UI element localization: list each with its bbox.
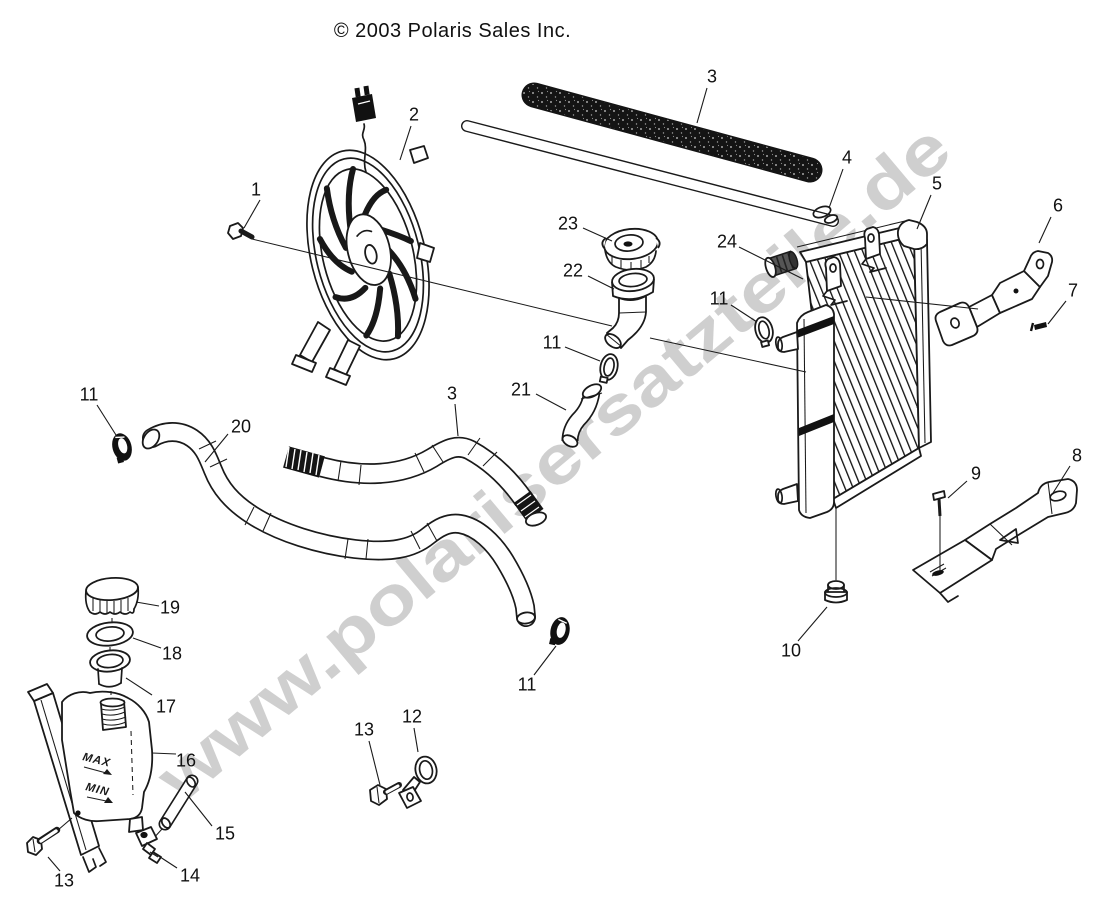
leader-line-overflow-hose bbox=[184, 791, 213, 827]
hose-clamp-b bbox=[598, 353, 619, 384]
callout-4-tube-end-clamp: 4 bbox=[842, 148, 852, 168]
lower-hose bbox=[141, 422, 536, 627]
leader-line-hose-clamp bbox=[730, 304, 758, 323]
callout-14-elbow-fitting: 14 bbox=[180, 866, 200, 886]
callout-7-bracket-screw: 7 bbox=[1068, 281, 1078, 301]
rubber-plug bbox=[764, 250, 799, 278]
callout-11-hose-clamp: 11 bbox=[543, 333, 562, 353]
lower-bracket bbox=[912, 478, 1078, 603]
leader-line-seal-ring bbox=[132, 637, 162, 649]
callout-22-filler-neck: 22 bbox=[563, 261, 583, 281]
callout-6-upper-bracket: 6 bbox=[1053, 196, 1063, 216]
leader-line-upper-hose bbox=[454, 403, 459, 437]
leader-line-radiator-cap bbox=[582, 227, 613, 242]
radiator-cap bbox=[601, 227, 661, 271]
bottle-min-label: MIN bbox=[84, 781, 110, 798]
leader-line-bottle-cap bbox=[135, 601, 160, 607]
leader-line-radiator bbox=[916, 194, 932, 230]
leader-line-vent-hose bbox=[696, 87, 708, 124]
callout-11-hose-clamp: 11 bbox=[80, 385, 99, 405]
callout-16-recovery-bottle: 16 bbox=[176, 751, 196, 771]
cable-clamp bbox=[398, 755, 438, 809]
leader-line-bottle-bolt bbox=[368, 740, 381, 786]
copyright-text: © 2003 Polaris Sales Inc. bbox=[333, 20, 572, 42]
elbow-fitting bbox=[135, 826, 162, 864]
callout-3-upper-hose: 3 bbox=[447, 384, 457, 404]
callout-3-vent-hose: 3 bbox=[707, 67, 717, 87]
callout-24-rubber-plug: 24 bbox=[717, 232, 737, 252]
callout-11-hose-clamp: 11 bbox=[710, 289, 729, 309]
leader-line-bottle-bolt bbox=[47, 856, 61, 872]
bottle-bolt-mid bbox=[369, 782, 402, 806]
leader-line-recovery-bottle bbox=[151, 752, 177, 755]
callout-12-cable-clamp: 12 bbox=[402, 707, 422, 727]
leader-line-cooling-fan bbox=[399, 125, 412, 161]
fan-mount-bolt bbox=[227, 222, 255, 240]
callout-23-radiator-cap: 23 bbox=[558, 214, 578, 234]
leader-line-hose-clamp bbox=[533, 645, 557, 676]
leader-line-lower-bracket-screw bbox=[947, 480, 968, 499]
callout-15-overflow-hose: 15 bbox=[215, 824, 235, 844]
leader-line-filler-grommet bbox=[125, 677, 153, 696]
vent-hose bbox=[521, 82, 823, 183]
callout-13-bottle-bolt: 13 bbox=[354, 720, 374, 740]
bottle-cap bbox=[84, 576, 140, 626]
callout-11-hose-clamp: 11 bbox=[518, 675, 537, 695]
overflow-hose bbox=[151, 774, 199, 841]
leader-line-fan-mount-bolt bbox=[243, 199, 261, 229]
bracket-screw bbox=[1029, 322, 1047, 332]
bottle-bolt-left bbox=[26, 817, 73, 856]
lower-bracket-screw bbox=[932, 490, 946, 576]
elbow-hose bbox=[561, 383, 603, 448]
callout-21-elbow-hose: 21 bbox=[511, 380, 531, 400]
overflow-tube bbox=[461, 120, 839, 227]
callout-9-lower-bracket-screw: 9 bbox=[971, 464, 981, 484]
leader-line-mount-grommet bbox=[797, 606, 828, 642]
callout-20-lower-hose: 20 bbox=[231, 417, 251, 437]
seal-ring bbox=[86, 621, 134, 652]
filler-neck bbox=[604, 267, 655, 349]
filler-grommet bbox=[89, 649, 131, 699]
leader-line-filler-neck bbox=[587, 275, 615, 290]
hose-clamp-c bbox=[112, 433, 132, 464]
cooling-fan bbox=[291, 85, 435, 386]
callout-2-cooling-fan: 2 bbox=[409, 105, 419, 125]
callout-19-bottle-cap: 19 bbox=[160, 598, 180, 618]
mount-grommet bbox=[824, 580, 848, 604]
callout-1-fan-mount-bolt: 1 bbox=[251, 180, 261, 200]
leader-line-rubber-plug bbox=[738, 246, 804, 280]
callout-13-bottle-bolt: 13 bbox=[54, 871, 74, 891]
leader-line-lower-bracket bbox=[1052, 465, 1071, 494]
leader-line-lower-hose bbox=[204, 433, 229, 463]
leader-line-hose-clamp bbox=[564, 346, 601, 362]
leader-line-elbow-hose bbox=[535, 393, 567, 411]
leader-line-bracket-screw bbox=[1047, 300, 1067, 325]
alignment-lines bbox=[251, 238, 979, 373]
leader-line-cable-clamp bbox=[413, 727, 419, 753]
callout-8-lower-bracket: 8 bbox=[1072, 446, 1082, 466]
callout-10-mount-grommet: 10 bbox=[781, 641, 801, 661]
leader-line-tube-end-clamp bbox=[828, 168, 844, 209]
hose-clamp-d bbox=[549, 617, 570, 646]
callout-18-seal-ring: 18 bbox=[162, 644, 182, 664]
upper-bracket bbox=[934, 250, 1054, 347]
leader-line-hose-clamp bbox=[96, 404, 117, 436]
radiator bbox=[774, 219, 932, 580]
recovery-bottle: MAX MIN bbox=[61, 690, 154, 833]
callout-17-filler-grommet: 17 bbox=[156, 697, 176, 717]
hose-clamp-a bbox=[754, 316, 774, 348]
callout-5-radiator: 5 bbox=[932, 174, 942, 194]
upper-hose bbox=[283, 436, 547, 527]
leader-line-elbow-fitting bbox=[153, 852, 178, 869]
leader-line-upper-bracket bbox=[1038, 216, 1052, 244]
